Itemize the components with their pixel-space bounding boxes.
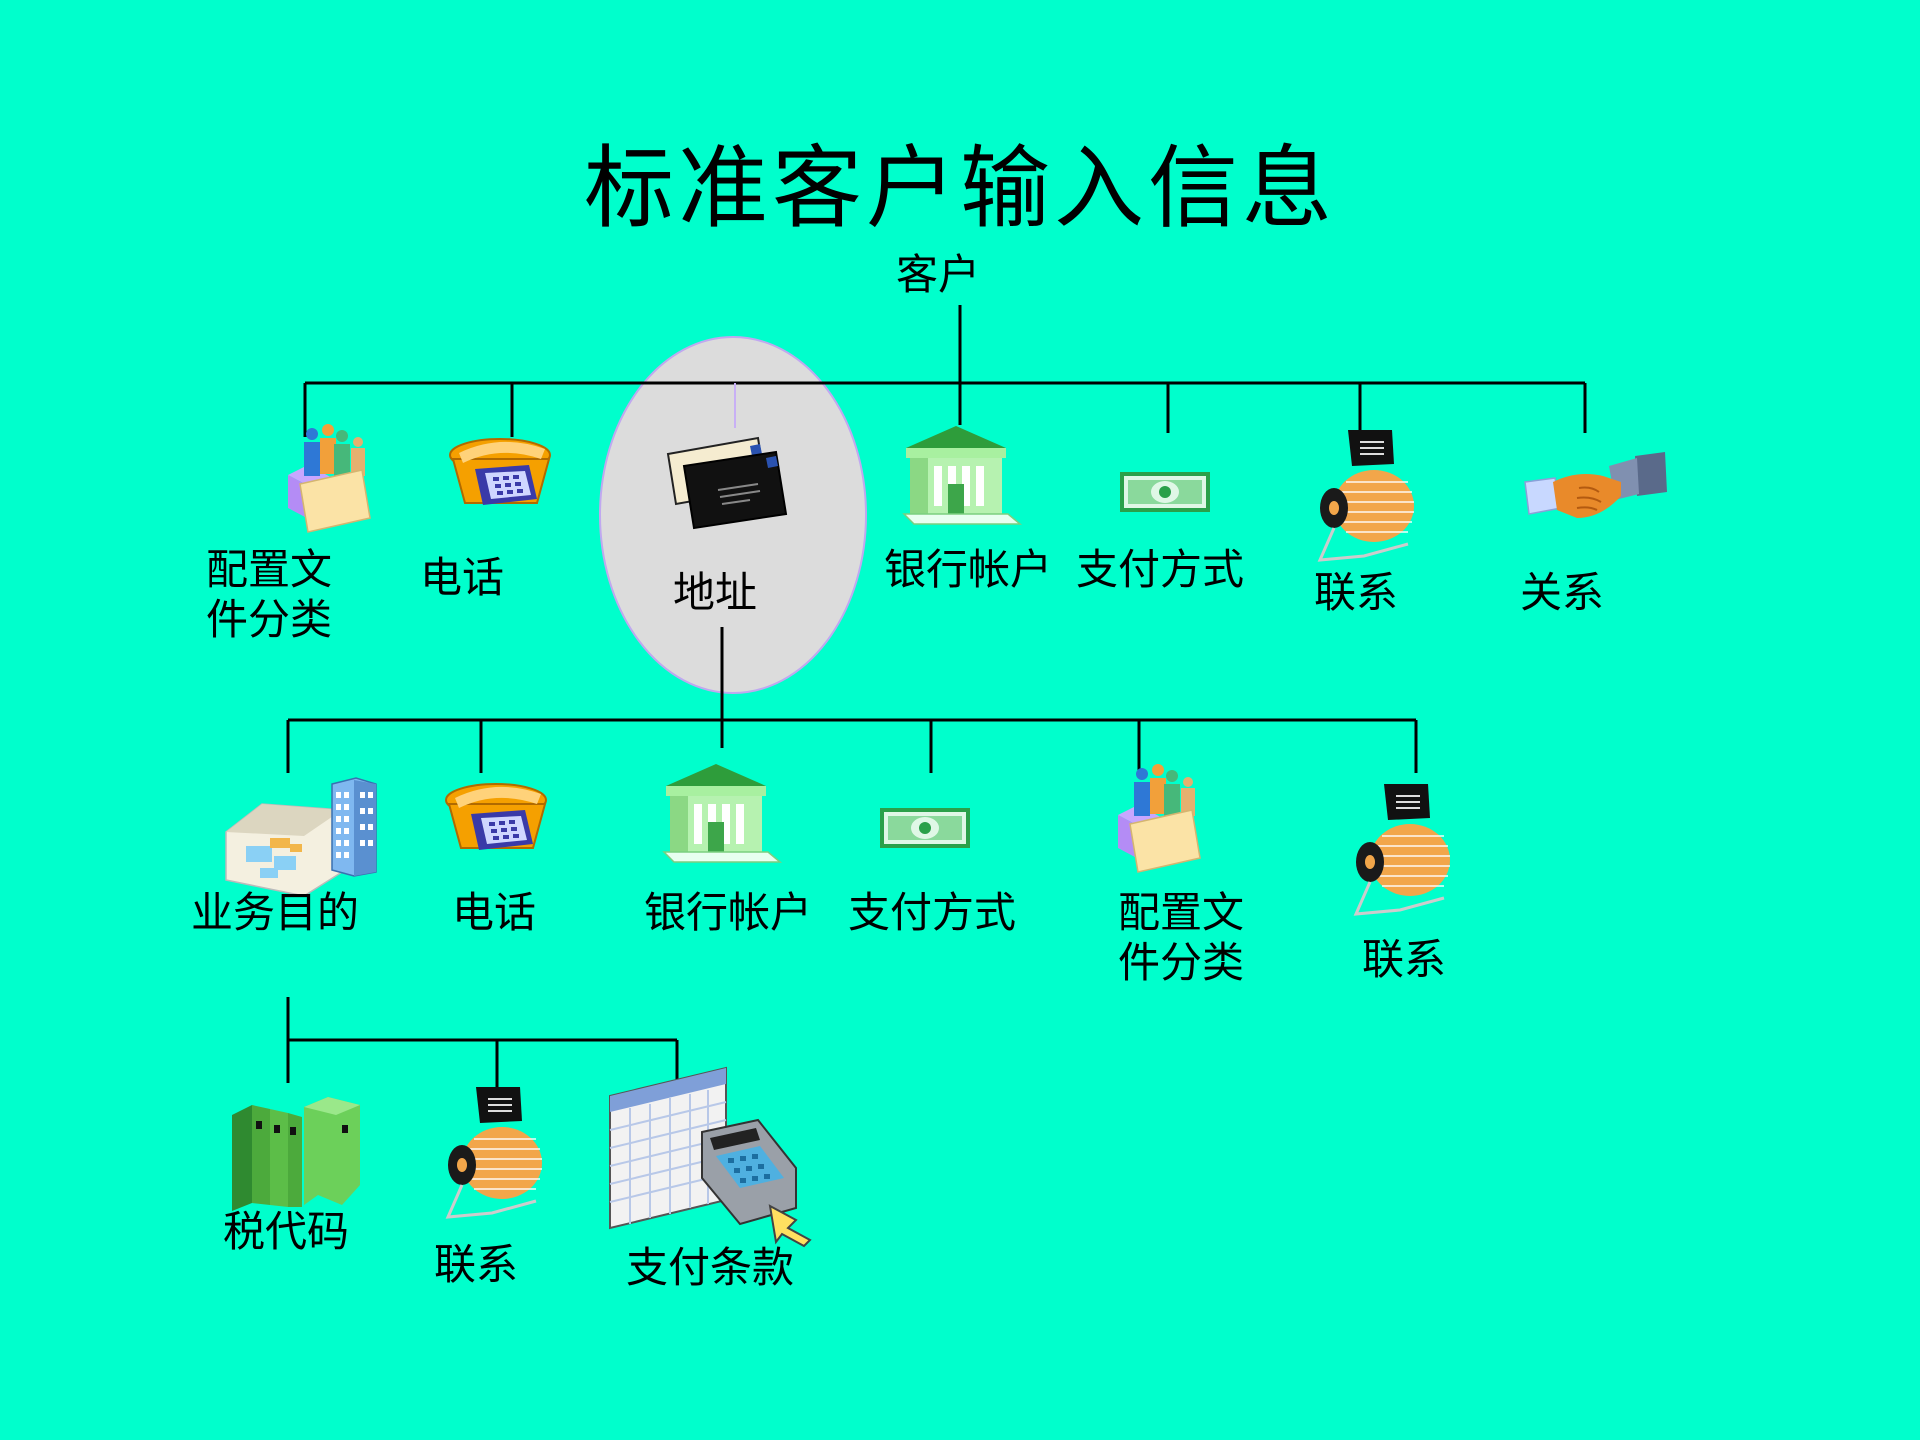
folder-people-icon (1117, 763, 1201, 873)
node-l1-phone: 电话 (420, 553, 505, 602)
office-buildings-icon (225, 777, 377, 897)
tree-connectors (286, 305, 1587, 1093)
node-l3-payment-terms: 支付条款 (626, 1243, 795, 1292)
node-l2-profile-category: 配置文件分类 (1118, 888, 1245, 987)
node-l1-bank-account: 银行帐户 (884, 545, 1053, 594)
node-l3-tax-code: 税代码 (223, 1207, 350, 1256)
bank-building-icon (663, 763, 781, 863)
node-l2-contact: 联系 (1362, 935, 1447, 984)
node-l2-payment-method: 支付方式 (848, 888, 1017, 937)
telephone-icon (445, 783, 547, 851)
money-bill-icon (1120, 472, 1210, 512)
bank-building-icon (903, 425, 1021, 525)
rolodex-icon (446, 1085, 544, 1219)
node-l1-relationship: 关系 (1520, 568, 1605, 617)
node-l2-phone: 电话 (452, 888, 537, 937)
node-l1-payment-method: 支付方式 (1076, 545, 1245, 594)
page-title: 标准客户输入信息 (584, 136, 1336, 241)
binders-icon (232, 1097, 360, 1211)
node-root: 客户 (896, 250, 981, 299)
folder-people-icon (287, 423, 371, 533)
node-l2-business-purpose: 业务目的 (191, 888, 360, 937)
rolodex-icon (1318, 428, 1416, 562)
telephone-icon (449, 438, 551, 506)
node-l1-address: 地址 (673, 568, 758, 617)
node-l1-profile-category: 配置文件分类 (206, 545, 333, 644)
calculator-calendar-icon (609, 1067, 811, 1247)
node-l1-contact: 联系 (1314, 568, 1399, 617)
handshake-icon (1524, 451, 1668, 519)
rolodex-icon (1354, 782, 1452, 916)
node-l3-contact: 联系 (434, 1240, 519, 1289)
node-l2-bank-account: 银行帐户 (644, 888, 813, 937)
money-bill-icon (880, 808, 970, 848)
